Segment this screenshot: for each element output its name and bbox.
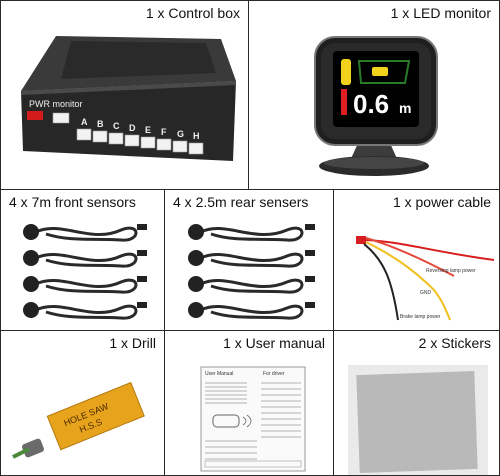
- manual-header-right: For driver: [263, 371, 285, 377]
- channel-label: D: [129, 123, 136, 133]
- rear-sensors-image: [188, 224, 315, 320]
- rear-sensors-panel: 4 x 2.5m rear sensers: [164, 189, 334, 331]
- power-cable-label: 1 x power cable: [392, 194, 491, 210]
- led-monitor-panel: 0.6 m 1 x LED monitor: [248, 0, 500, 190]
- led-monitor-image: 0.6 m: [314, 36, 438, 176]
- rear-sensors-label: 4 x 2.5m rear sensers: [173, 194, 309, 210]
- wire-label: GND: [420, 290, 432, 296]
- control-box-label: 1 x Control box: [145, 5, 240, 21]
- drill-image: HOLE SAW H.S.S: [12, 381, 145, 459]
- channel-label: C: [113, 121, 120, 131]
- channel-label: F: [161, 127, 167, 137]
- control-box-brand-text: PWR monitor: [29, 99, 83, 109]
- user-manual-panel: User Manual For driver 1 x User manual: [164, 330, 334, 476]
- front-sensors-label: 4 x 7m front sensors: [9, 194, 136, 210]
- drill-label: 1 x Drill: [109, 335, 156, 351]
- wire-label: Brake lamp power: [400, 314, 441, 320]
- stickers-image: [348, 365, 488, 475]
- front-sensors-panel: 4 x 7m front sensors: [0, 189, 165, 331]
- monitor-unit: m: [399, 100, 411, 116]
- control-box-image: PWR monitor A B C D E F G H: [21, 36, 236, 161]
- front-sensors-image: [23, 224, 147, 320]
- drill-panel: HOLE SAW H.S.S 1 x Drill: [0, 330, 165, 476]
- stickers-label: 2 x Stickers: [418, 335, 491, 351]
- manual-header-left: User Manual: [205, 371, 233, 377]
- power-cable-image: Reversing lamp power GND Brake lamp powe…: [356, 236, 495, 321]
- user-manual-label: 1 x User manual: [223, 335, 325, 351]
- led-monitor-label: 1 x LED monitor: [390, 5, 491, 21]
- wire-label: Reversing lamp power: [426, 268, 476, 274]
- channel-label: G: [177, 129, 184, 139]
- channel-label: B: [97, 119, 104, 129]
- power-cable-panel: Reversing lamp power GND Brake lamp powe…: [333, 189, 500, 331]
- channel-label: A: [81, 117, 88, 127]
- user-manual-image: User Manual For driver: [200, 366, 306, 472]
- monitor-distance: 0.6: [353, 89, 389, 119]
- channel-label: E: [145, 125, 151, 135]
- control-box-panel: PWR monitor A B C D E F G H 1 x Control …: [0, 0, 249, 190]
- stickers-panel: 2 x Stickers: [333, 330, 500, 476]
- channel-label: H: [193, 131, 200, 141]
